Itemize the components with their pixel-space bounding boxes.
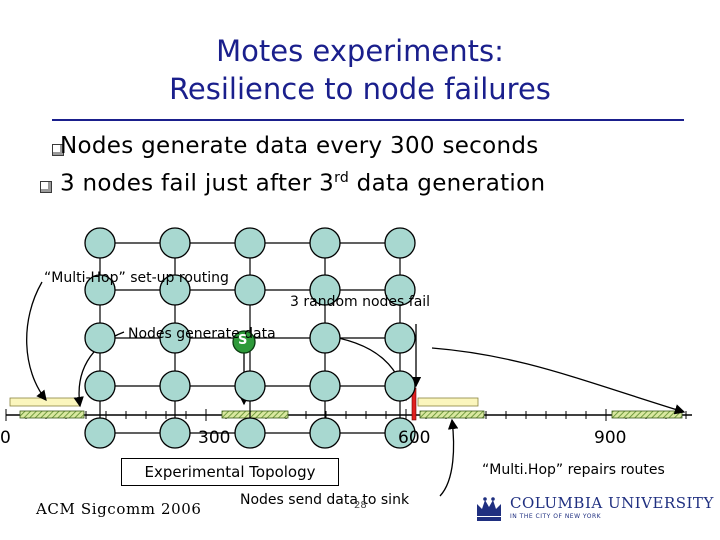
label-multihop-setup: “Multi-Hop” set-up routing xyxy=(44,270,229,286)
columbia-logo: COLUMBIA UNIVERSITY IN THE CITY OF NEW Y… xyxy=(474,492,713,526)
university-name: COLUMBIA UNIVERSITY xyxy=(510,494,714,512)
label-random-fail: 3 random nodes fail xyxy=(290,294,431,310)
node xyxy=(159,274,191,306)
experimental-topology-caption: Experimental Topology xyxy=(121,458,339,486)
node xyxy=(84,370,116,402)
title-divider xyxy=(52,119,684,121)
arrow-setup-routing xyxy=(26,281,47,402)
node xyxy=(384,417,416,449)
label-nodes-generate: Nodes generate data xyxy=(128,326,276,342)
slide-title-line2: Resilience to node failures xyxy=(169,72,551,106)
node xyxy=(159,227,191,259)
sink-node xyxy=(232,330,256,354)
university-subtitle: IN THE CITY OF NEW YORK xyxy=(510,513,602,520)
bullet-icon xyxy=(40,181,52,193)
node xyxy=(309,322,341,354)
node xyxy=(384,274,416,306)
node xyxy=(234,227,266,259)
node xyxy=(309,370,341,402)
node xyxy=(309,274,341,306)
page-number: 28 xyxy=(354,500,367,511)
bullet-1: Nodes generate data every 300 seconds xyxy=(60,133,539,159)
arrow-send-to-sink xyxy=(439,418,459,497)
node xyxy=(309,417,341,449)
node xyxy=(159,322,191,354)
node xyxy=(159,417,191,449)
tick-label-900: 900 xyxy=(594,428,627,448)
node xyxy=(309,227,341,259)
bullet-2: 3 nodes fail just after 3rd data generat… xyxy=(60,170,546,197)
sink-label: S xyxy=(238,333,248,348)
label-send-to-sink: Nodes send data to sink xyxy=(240,492,410,508)
node xyxy=(84,417,116,449)
bullet-icon xyxy=(52,144,64,156)
label-multihop-repairs: “Multi.Hop” repairs routes xyxy=(482,462,665,478)
tick-label-300: 300 xyxy=(198,428,231,448)
node xyxy=(384,370,416,402)
node xyxy=(384,227,416,259)
node xyxy=(159,370,191,402)
data-bar xyxy=(419,410,485,419)
node xyxy=(234,417,266,449)
data-bar xyxy=(221,410,289,419)
slide-title-line1: Motes experiments: xyxy=(216,34,504,68)
data-bar xyxy=(19,410,85,419)
node xyxy=(84,227,116,259)
arrow-repairs xyxy=(431,347,686,415)
tick-label-600: 600 xyxy=(398,428,431,448)
data-bar xyxy=(611,410,683,419)
node xyxy=(84,274,116,306)
crown-icon xyxy=(477,497,501,521)
repair-bar xyxy=(417,397,479,407)
node xyxy=(234,274,266,306)
node xyxy=(384,322,416,354)
tick-label-0: 0 xyxy=(0,428,11,448)
node xyxy=(234,370,266,402)
node xyxy=(84,322,116,354)
footer-venue: ACM Sigcomm 2006 xyxy=(36,500,202,518)
